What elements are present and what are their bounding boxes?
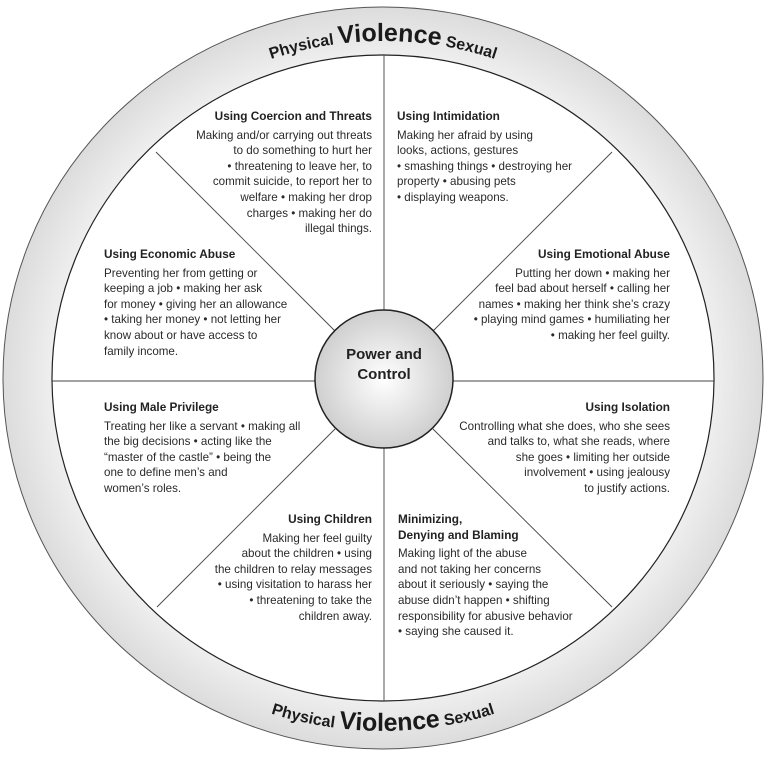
hub-circle	[314, 309, 454, 449]
hub-label-line1: Power and	[346, 346, 422, 363]
section-title: Using Economic Abuse	[104, 247, 236, 261]
section-title: Using Coercion and Threats	[214, 109, 372, 123]
section-body: Making her afraid by using looks, action…	[397, 128, 573, 204]
section-children: Using Children Making her feel guilty ab…	[172, 512, 372, 624]
section-body: Making her feel guilty about the childre…	[214, 531, 372, 623]
section-title: Using Children	[288, 512, 372, 526]
hub-label: Power and Control	[315, 345, 453, 385]
section-body: Making light of the abuse and not taking…	[398, 547, 573, 639]
section-economic-abuse: Using Economic Abuse Preventing her from…	[104, 247, 304, 359]
section-title: Using Isolation	[585, 400, 670, 414]
spoke-bottom-left	[156, 428, 336, 608]
section-body: Preventing her from getting or keeping a…	[104, 266, 288, 358]
section-emotional-abuse: Using Emotional Abuse Putting her down •…	[440, 247, 670, 344]
spoke-top-right	[432, 151, 613, 332]
section-body: Making and/or carrying out threats to do…	[196, 128, 372, 236]
section-coercion: Using Coercion and Threats Making and/or…	[172, 109, 372, 237]
section-minimizing: Minimizing, Denying and Blaming Making l…	[398, 512, 608, 640]
section-male-privilege: Using Male Privilege Treating her like a…	[104, 400, 314, 497]
section-title: Using Intimidation	[397, 109, 500, 123]
spoke-top-left	[155, 151, 336, 332]
section-body: Treating her like a servant • making all…	[104, 419, 301, 495]
section-body: Controlling what she does, who she sees …	[459, 419, 670, 495]
section-title: Using Male Privilege	[104, 400, 219, 414]
section-intimidation: Using Intimidation Making her afraid by …	[397, 109, 607, 206]
section-body: Putting her down • making her feel bad a…	[473, 266, 670, 342]
hub-label-line2: Control	[357, 366, 411, 383]
spoke-bottom-right	[432, 428, 613, 608]
section-title: Using Emotional Abuse	[538, 247, 670, 261]
spokes	[52, 55, 714, 701]
section-title: Minimizing, Denying and Blaming	[398, 512, 519, 542]
section-isolation: Using Isolation Controlling what she doe…	[430, 400, 670, 497]
